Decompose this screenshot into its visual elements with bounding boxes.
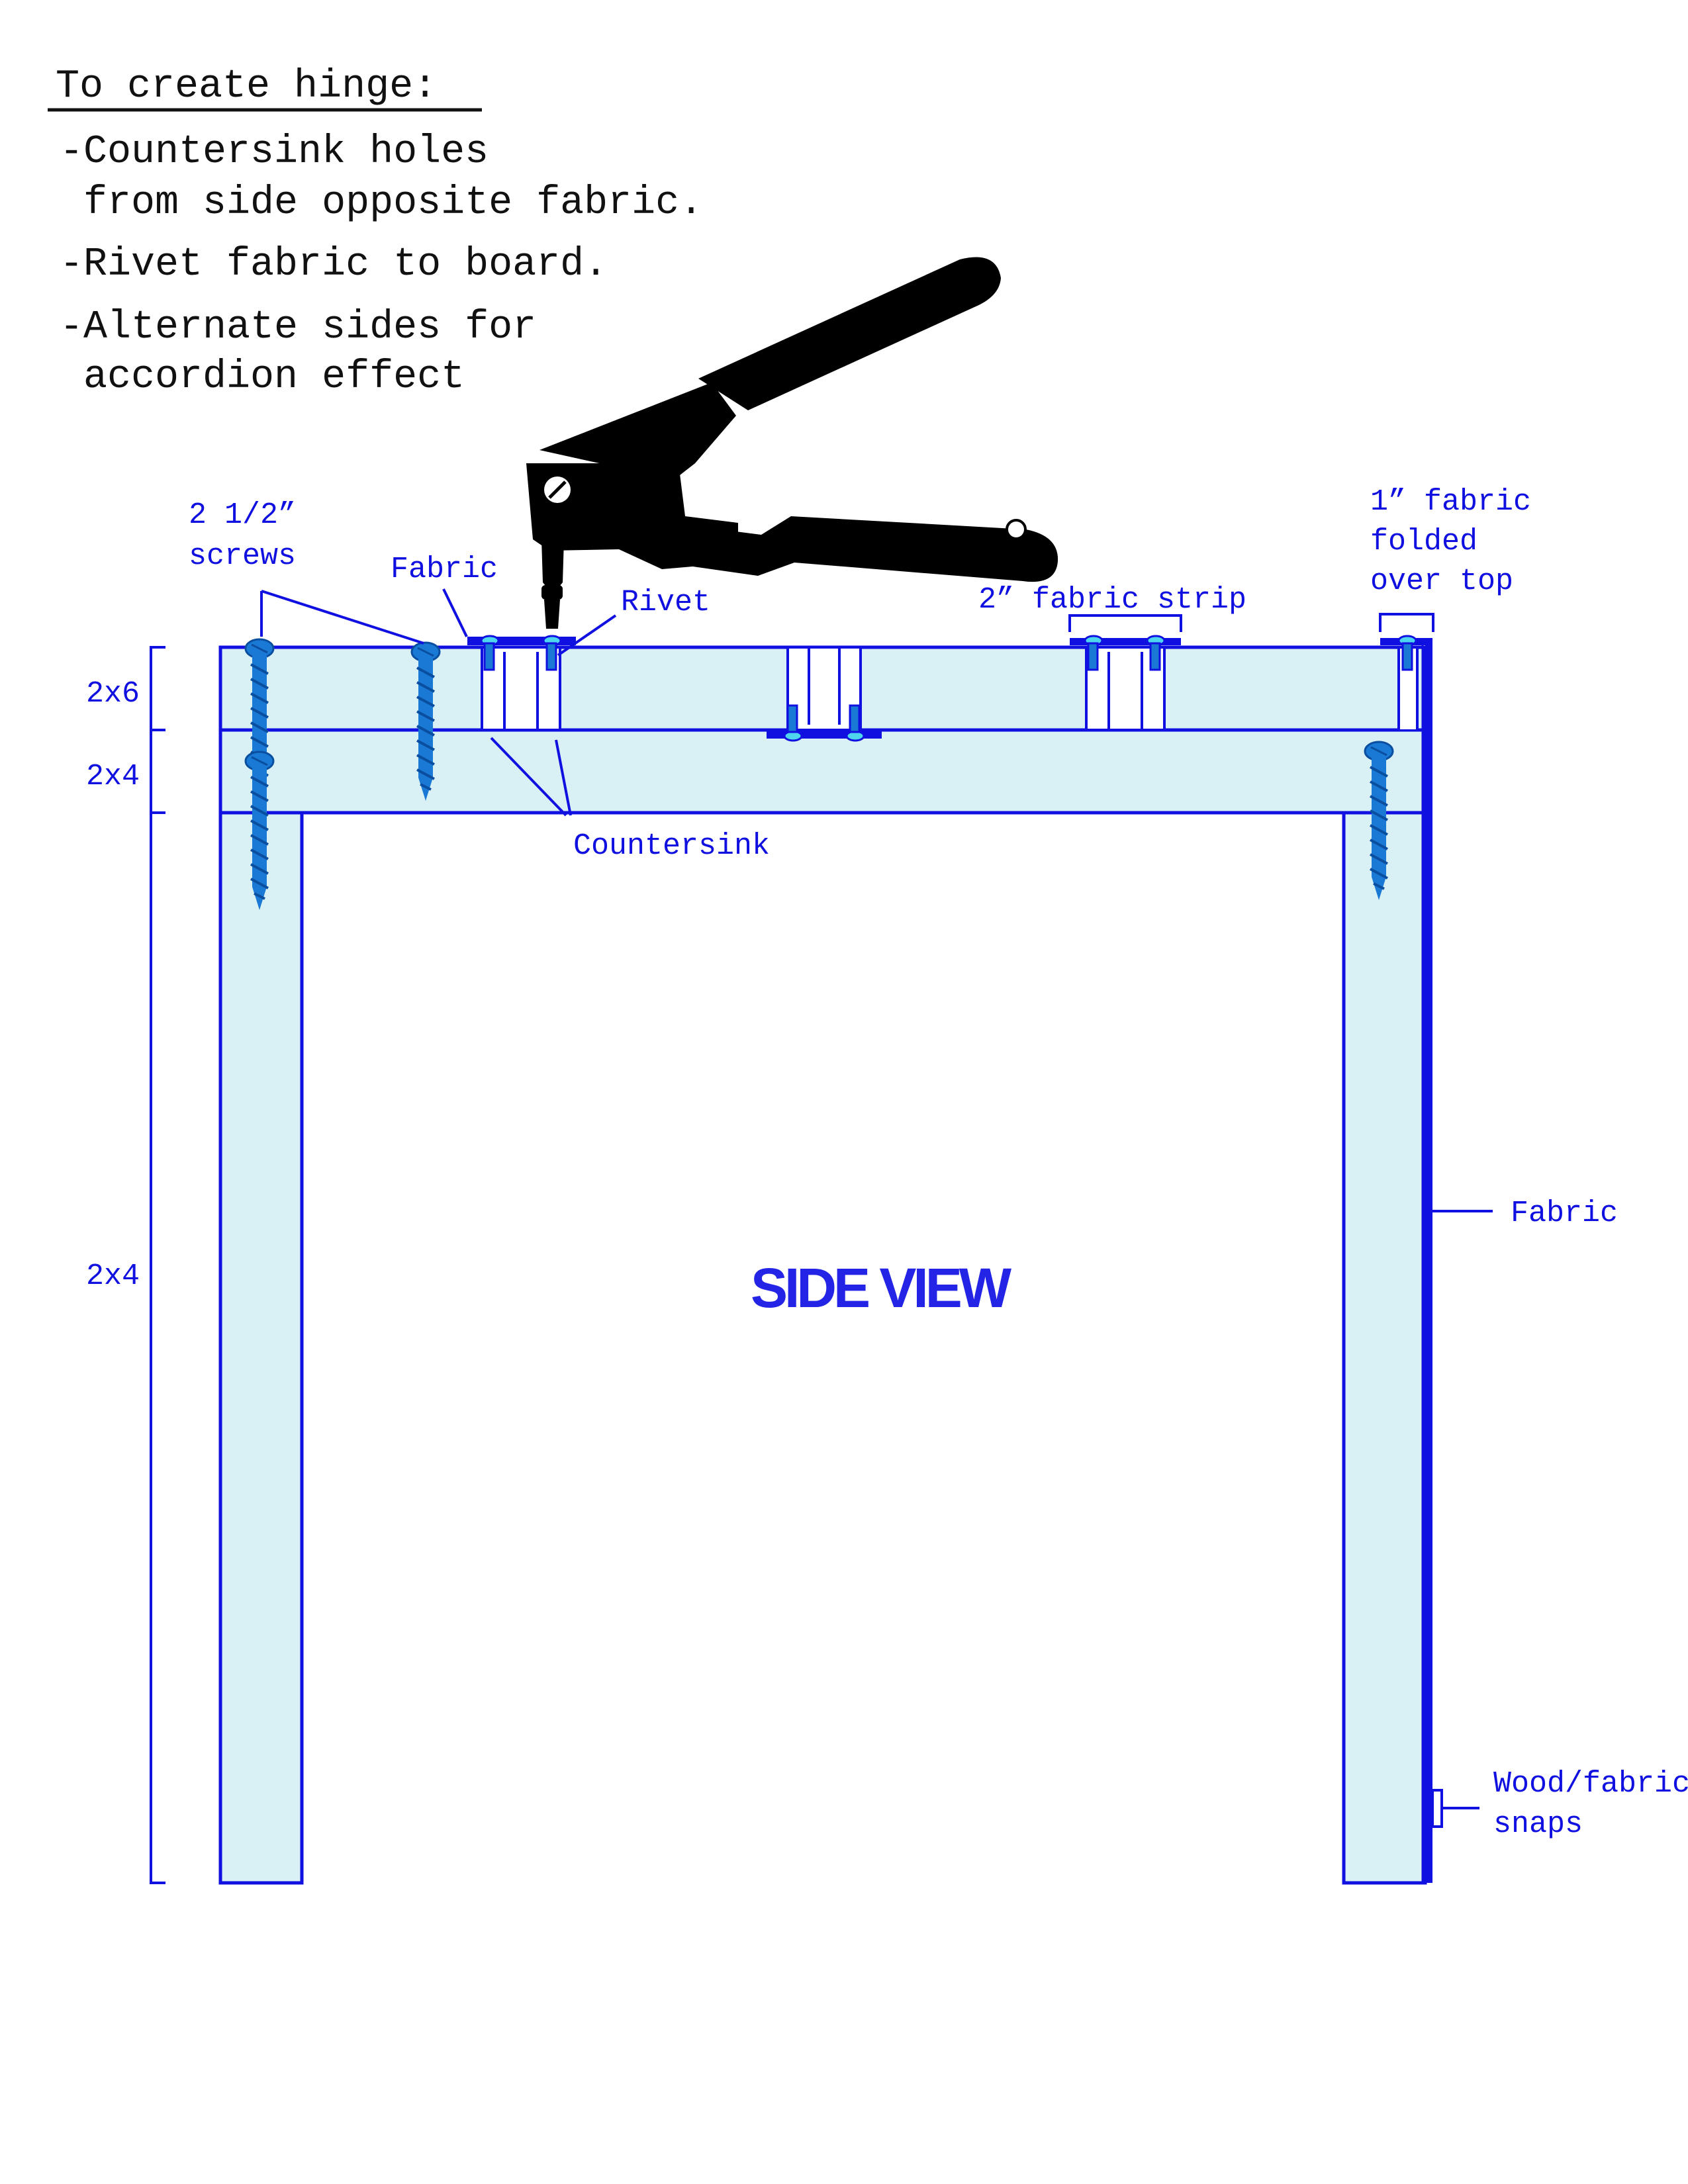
label-fabric-top: Fabric [391,553,498,586]
dim-label-2x4-leg: 2x4 [86,1259,140,1293]
diagram-title: SIDE VIEW [751,1257,1012,1319]
step-2-line-1: -Rivet fabric to board. [60,242,608,287]
dimension-brackets: 2x6 2x4 2x4 [86,646,165,1884]
left-leg-2x4 [218,811,304,1885]
label-rivet: Rivet [621,586,710,619]
rivet-icon [845,704,865,742]
rivet-icon [1084,635,1103,671]
instructions-heading: To create hinge: [56,64,437,109]
rivet-icon [1146,635,1166,671]
rivet-icon [1397,635,1417,671]
label-snaps-1: Wood/fabric [1493,1767,1688,1801]
label-snaps-2: snaps [1493,1807,1583,1841]
step-3-line-1: -Alternate sides for [60,305,536,350]
label-fold-2: folded [1370,525,1477,559]
label-countersink: Countersink [573,829,770,863]
step-3-line-2: accordion effect [60,355,465,400]
middle-board-2x4 [218,728,1427,815]
instructions-block: To create hinge: -Countersink holes from… [48,64,703,400]
label-fabric-strip: 2” fabric strip [978,583,1246,617]
fabric-strip-top-right [1070,638,1181,645]
rivet-icon [783,704,803,742]
label-screws-size: 2 1/2” [189,498,296,532]
label-fold-3: over top [1370,565,1513,598]
callouts: 2 1/2” screws Fabric Rivet 2” fabric str… [189,485,1688,1841]
step-1-line-1: -Countersink holes [60,130,489,175]
rivet-icon [480,635,500,671]
label-screws: screws [189,539,296,573]
step-1-line-2: from side opposite fabric. [60,181,703,226]
rivet-gun-icon [526,257,1058,629]
hinge-cut-2 [786,646,862,730]
snap-icon [1431,1789,1443,1828]
label-fabric-side: Fabric [1511,1197,1618,1230]
dim-label-2x4-middle: 2x4 [86,760,140,794]
fabric-side-panel [1425,638,1432,1883]
label-fold-1: 1” fabric [1370,485,1531,519]
right-leg-2x4 [1342,811,1427,1885]
rivet-icon [542,635,562,671]
rivets [480,635,1417,742]
dim-label-2x6: 2x6 [86,677,140,711]
